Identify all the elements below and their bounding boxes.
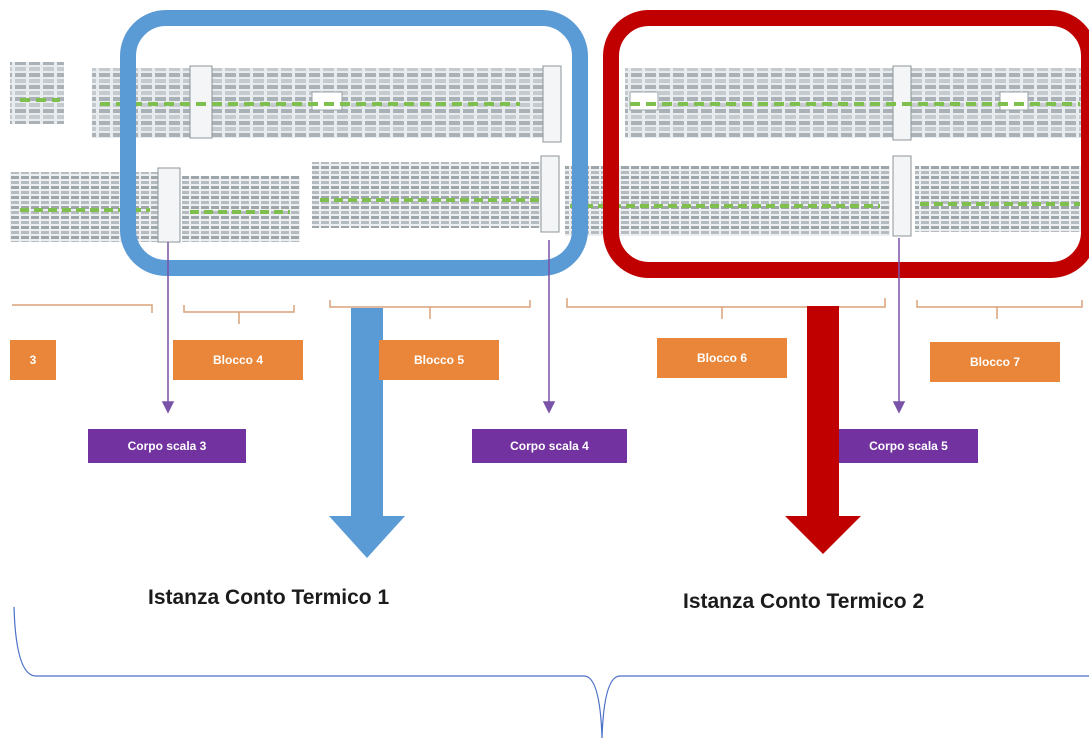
block-label-6: Blocco 6 xyxy=(657,338,787,378)
stair-tower xyxy=(892,155,912,237)
stair-label-4: Corpo scala 4 xyxy=(472,429,627,463)
bracket-block-4 xyxy=(183,305,295,324)
group-1-caption: Istanza Conto Termico 1 xyxy=(148,586,390,609)
group-2-arrow xyxy=(785,306,861,554)
bracket-block-6 xyxy=(566,298,886,319)
stair-tower xyxy=(542,65,562,143)
block-label-5: Blocco 5 xyxy=(379,340,499,380)
connector-arrowhead xyxy=(542,401,556,414)
facade-segment xyxy=(915,166,1085,232)
block-brackets xyxy=(12,298,1083,324)
vegetation-strip xyxy=(20,198,1080,214)
connector-arrowhead xyxy=(161,401,175,414)
bottom-brace xyxy=(13,606,1089,738)
bracket-block-5 xyxy=(329,300,531,319)
facade-segment xyxy=(182,176,300,242)
bracket-block-7 xyxy=(916,300,1083,319)
facade-segment xyxy=(10,62,64,124)
facade-segment xyxy=(312,162,544,228)
elevation-row-upper xyxy=(10,62,1085,143)
facade-segment xyxy=(565,166,890,236)
stair-label-3: Corpo scala 3 xyxy=(88,429,246,463)
stair-connectors xyxy=(161,238,906,414)
connector-arrowhead xyxy=(892,401,906,414)
facade-opening xyxy=(311,91,343,111)
group-2-caption: Istanza Conto Termico 2 xyxy=(683,590,925,613)
elevation-row-lower xyxy=(10,155,1085,243)
block-label-4: Blocco 4 xyxy=(173,340,303,380)
facade-opening xyxy=(629,91,659,111)
stair-tower xyxy=(540,155,560,233)
vegetation-strip xyxy=(20,98,1080,106)
group-2-frame xyxy=(603,10,1089,278)
block-label-3: 3 xyxy=(10,340,56,380)
stair-tower xyxy=(157,167,181,243)
group-1-frame xyxy=(120,10,588,276)
block-label-7: Blocco 7 xyxy=(930,342,1060,382)
facade-opening xyxy=(999,91,1029,111)
stair-label-5: Corpo scala 5 xyxy=(839,429,978,463)
group-1-arrow xyxy=(329,308,405,558)
bracket-block-3 xyxy=(12,304,153,313)
